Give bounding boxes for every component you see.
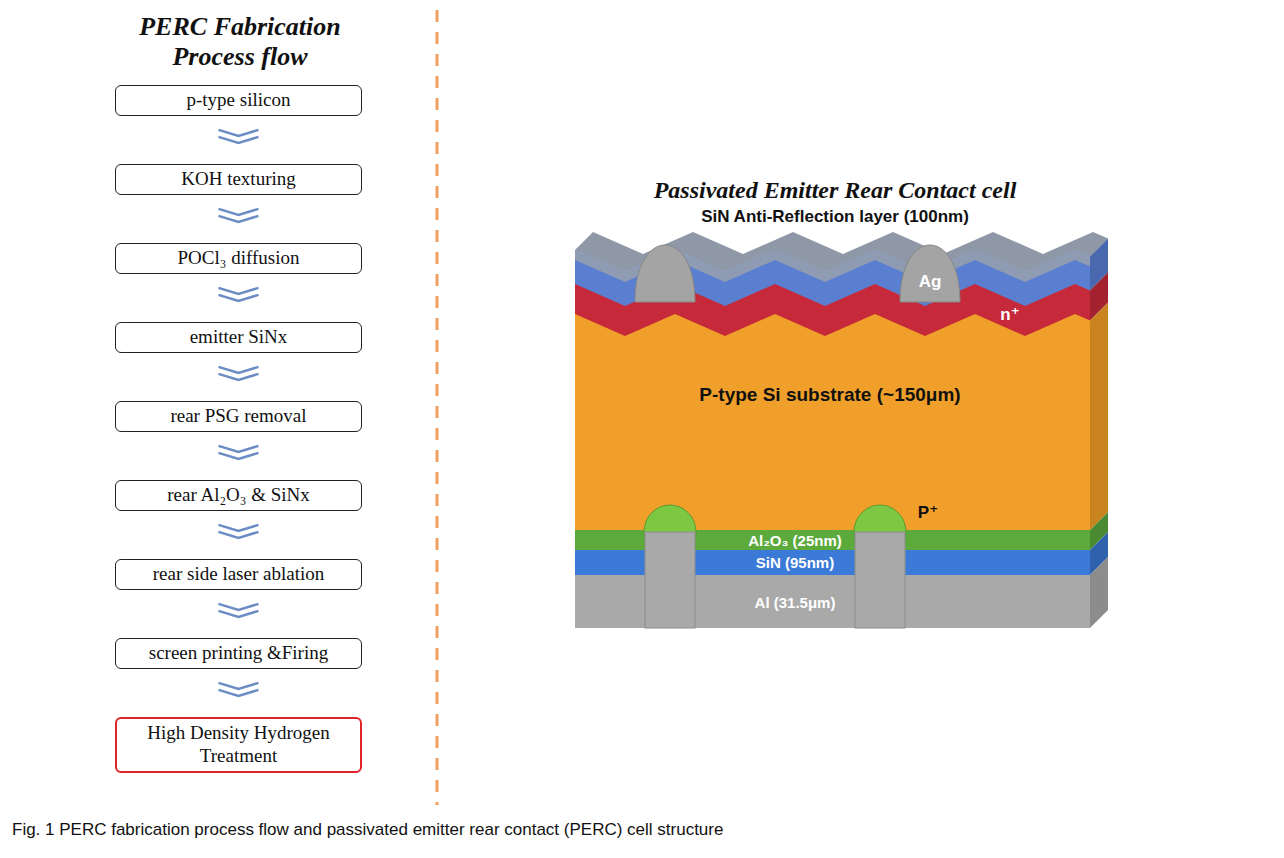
double-chevron-arrow <box>219 604 259 617</box>
double-chevron-arrow <box>219 209 259 222</box>
layer-label: Ag <box>919 272 942 292</box>
step-label: rear PSG removal <box>124 405 353 428</box>
double-chevron-arrow <box>219 130 259 143</box>
step-label: rear side laser ablation <box>124 563 353 586</box>
rear-contact <box>645 532 695 628</box>
rear-contact <box>855 532 905 628</box>
silver-finger <box>635 245 695 302</box>
step-label: POCl₃ diffusion <box>124 247 353 270</box>
cell-cross-section <box>575 232 1108 628</box>
layer-label: SiN (95nm) <box>756 554 834 571</box>
double-chevron-arrow <box>219 525 259 538</box>
arc-layer <box>575 250 1090 628</box>
step-label: screen printing &Firing <box>124 642 353 665</box>
step-label: rear Al₂O₃ & SiNx <box>124 484 353 507</box>
process-box: KOH texturing <box>115 164 362 195</box>
side-face <box>1090 303 1108 530</box>
step-label: p-type silicon <box>124 89 353 112</box>
double-chevron-arrow <box>219 288 259 301</box>
layer-label: SiN Anti-Reflection layer (100nm) <box>701 207 969 227</box>
layer-label: P⁺ <box>918 502 938 523</box>
figure-caption: Fig. 1 PERC fabrication process flow and… <box>12 820 1272 840</box>
process-box: rear Al₂O₃ & SiNx <box>115 480 362 511</box>
double-chevron-arrow <box>219 446 259 459</box>
process-box: rear PSG removal <box>115 401 362 432</box>
divider-line <box>436 10 439 805</box>
highlight-step-box: High Density Hydrogen Treatment <box>115 717 362 773</box>
layer-label: n⁺ <box>1000 304 1019 325</box>
step-label: emitter SiNx <box>124 326 353 349</box>
process-box: POCl₃ diffusion <box>115 243 362 274</box>
step-label: KOH texturing <box>124 168 353 191</box>
layer-label: Al (31.5μm) <box>755 594 836 611</box>
layer-label: P-type Si substrate (~150μm) <box>699 384 960 406</box>
double-chevron-arrow <box>219 367 259 380</box>
process-box: emitter SiNx <box>115 322 362 353</box>
process-box: screen printing &Firing <box>115 638 362 669</box>
layer-label: Al₂O₃ (25nm) <box>748 532 842 549</box>
side-face <box>1090 557 1108 628</box>
process-box: p-type silicon <box>115 85 362 116</box>
double-chevron-arrow <box>219 683 259 696</box>
substrate-layer <box>575 314 1090 628</box>
diagram-title: PERC Fabrication Process flow <box>110 12 370 72</box>
process-box: rear side laser ablation <box>115 559 362 590</box>
figure-heading: Passivated Emitter Rear Contact cell <box>654 177 1017 204</box>
emitter-layer <box>575 284 1090 628</box>
step-label: High Density Hydrogen Treatment <box>125 722 352 768</box>
silver-finger <box>900 245 960 302</box>
